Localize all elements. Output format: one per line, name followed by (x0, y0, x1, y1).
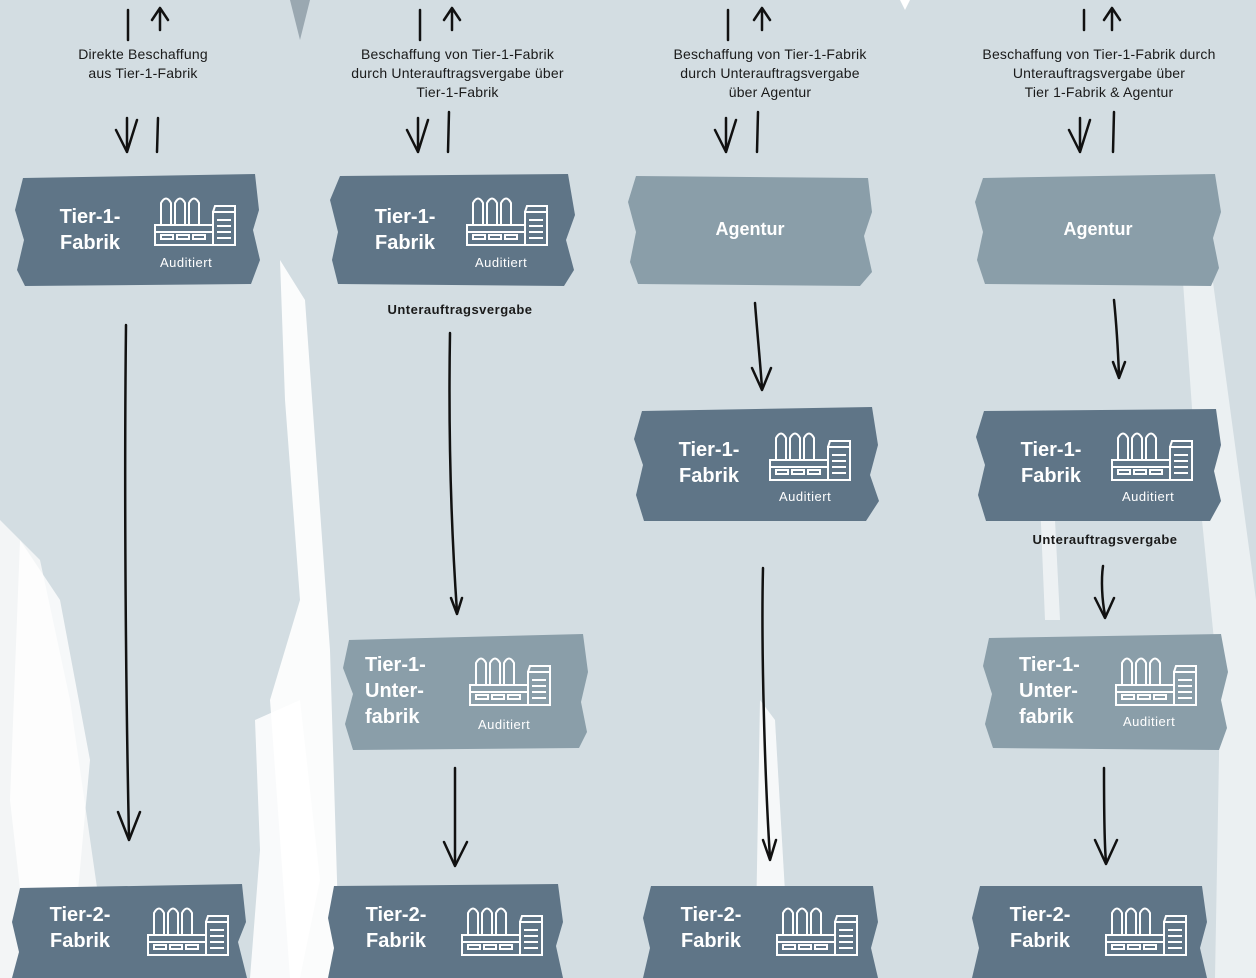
audited-tag: Auditiert (1123, 714, 1176, 729)
audited-tag: Auditiert (160, 255, 213, 270)
caption-col1: Direkte Beschaffung aus Tier-1-Fabrik (78, 46, 208, 81)
audited-tag: Auditiert (478, 717, 531, 732)
tier1-subfactory-box-col2: Tier-1- Unter- fabrik Auditiert (343, 632, 588, 750)
box-title: Tier-2- Fabrik (680, 904, 742, 952)
box-title: Tier-1- Fabrik (374, 206, 436, 254)
agency-box-col3: Agentur (628, 172, 872, 286)
brush-shape (975, 174, 1221, 286)
box-title: Tier-1- Fabrik (678, 439, 740, 487)
audited-tag: Auditiert (779, 489, 832, 504)
subcontracting-label-col2: Unterauftragsvergabe (387, 302, 533, 317)
factory-icon (776, 907, 858, 956)
audited-tag: Auditiert (1122, 489, 1175, 504)
caption-col2: Beschaffung von Tier-1-Fabrik durch Unte… (351, 46, 564, 100)
caption-col4: Beschaffung von Tier-1-Fabrik durch Unte… (982, 46, 1216, 100)
tier2-factory-box-col3: Tier-2- Fabrik (643, 882, 878, 978)
box-title: Tier-1- Fabrik (1020, 439, 1082, 487)
box-title: Agentur (1063, 219, 1133, 239)
factory-icon (147, 907, 229, 956)
factory-icon (466, 197, 548, 246)
box-title: Tier-2- Fabrik (365, 904, 427, 952)
box-title: Tier-1- Fabrik (59, 206, 121, 254)
box-title: Tier-2- Fabrik (49, 904, 111, 952)
box-title: Tier-2- Fabrik (1009, 904, 1071, 952)
brush-shape (628, 176, 872, 286)
tier1-factory-box-col4: Tier-1- Fabrik Auditiert (976, 405, 1221, 523)
factory-icon (1105, 907, 1187, 956)
brush-shape (976, 409, 1221, 521)
subcontracting-label-col4: Unterauftragsvergabe (1032, 532, 1178, 547)
factory-icon (1115, 657, 1197, 706)
tier2-factory-box-col2: Tier-2- Fabrik (328, 882, 563, 978)
tier1-factory-box-col1: Tier-1- Fabrik Auditiert (15, 170, 260, 288)
tier1-subfactory-box-col4: Tier-1- Unter- fabrik Auditiert (983, 632, 1228, 750)
box-title: Tier-1- Unter- fabrik (1019, 654, 1080, 728)
factory-icon (461, 907, 543, 956)
factory-icon (469, 657, 551, 706)
tier1-factory-box-col2: Tier-1- Fabrik Auditiert (330, 170, 575, 288)
brush-shape (330, 174, 575, 286)
brush-shape (634, 407, 879, 521)
factory-icon (154, 197, 236, 246)
tier2-factory-box-col1: Tier-2- Fabrik (12, 882, 247, 978)
box-title: Tier-1- Unter- fabrik (365, 654, 426, 728)
agency-box-col4: Agentur (975, 172, 1221, 286)
box-title: Agentur (715, 219, 785, 239)
tier1-factory-box-col3: Tier-1- Fabrik Auditiert (634, 405, 879, 523)
factory-icon (1111, 432, 1193, 481)
tier2-factory-box-col4: Tier-2- Fabrik (972, 882, 1207, 978)
brush-shape (343, 634, 588, 750)
caption-col3: Beschaffung von Tier-1-Fabrik durch Unte… (673, 46, 867, 100)
factory-icon (769, 432, 851, 481)
brush-shape (983, 634, 1228, 750)
audited-tag: Auditiert (475, 255, 528, 270)
